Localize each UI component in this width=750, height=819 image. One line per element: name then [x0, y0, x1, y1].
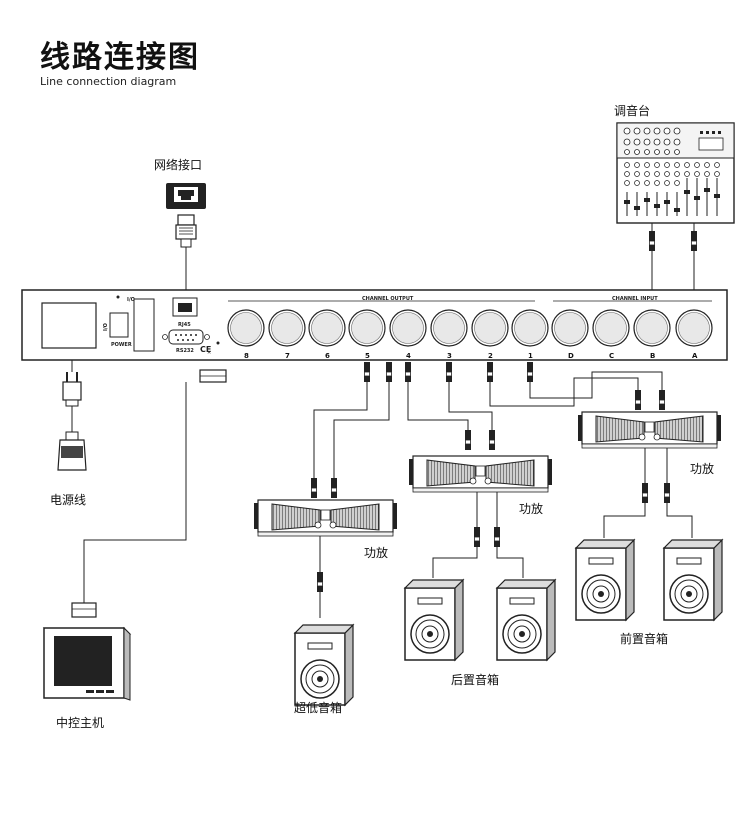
mixer-label: 调音台 [614, 104, 651, 118]
channel-input-label: CHANNEL INPUT [612, 296, 658, 302]
cables-rear-speakers [432, 492, 524, 578]
rear-speakers-label: 后置音箱 [451, 673, 500, 687]
xlr-output-3 [430, 309, 468, 347]
amp-b-icon [408, 455, 553, 493]
central-control-icon [42, 626, 132, 701]
xlr-output-4 [389, 309, 427, 347]
cables-amp-c [486, 361, 666, 411]
jack-label-4: 4 [406, 352, 411, 360]
xlr-output-1 [511, 309, 549, 347]
power-cable-label: 电源线 [50, 493, 87, 507]
xlr-input-c [592, 309, 630, 347]
jack-label-3: 3 [447, 352, 452, 360]
rear-speaker-right-icon [496, 579, 556, 661]
mixer-icon [616, 122, 735, 224]
central-control-label: 中控主机 [56, 716, 105, 730]
ce-mark: CE [200, 345, 211, 354]
jack-label-a: A [692, 352, 698, 360]
jack-label-6: 6 [325, 352, 330, 360]
xlr-output-6 [308, 309, 346, 347]
front-speakers-label: 前置音箱 [620, 632, 669, 646]
cables-amp-a [310, 361, 393, 499]
svg-text:✕: ✕ [207, 350, 211, 356]
rs232-cable [71, 369, 227, 618]
front-speaker-right-icon [663, 539, 723, 621]
cables-amp-b [404, 361, 496, 451]
network-plug-icon [175, 214, 197, 295]
amp-b-label: 功放 [519, 502, 544, 516]
xlr-output-5 [348, 309, 386, 347]
jack-label-d: D [568, 352, 574, 360]
front-speaker-left-icon [575, 539, 635, 621]
subwoofer-label: 超低音箱 [294, 701, 343, 715]
channel-output-label: CHANNEL OUTPUT [362, 296, 414, 302]
amp-c-label: 功放 [690, 462, 715, 476]
xlr-input-d [551, 309, 589, 347]
xlr-output-8 [227, 309, 265, 347]
rear-speaker-left-icon [404, 579, 464, 661]
rs232-label: RS232 [176, 348, 194, 354]
jack-label-b: B [650, 352, 655, 360]
jack-label-8: 8 [244, 352, 249, 360]
page-title: 线路连接图 [40, 40, 200, 75]
subwoofer-icon [294, 624, 354, 706]
xlr-output-2 [471, 309, 509, 347]
power-plug-icon [57, 360, 87, 471]
jack-label-2: 2 [488, 352, 493, 360]
jack-label-c: C [609, 352, 614, 360]
svg-text:I/O: I/O [103, 323, 109, 331]
io-label: I/O [127, 297, 135, 303]
power-label: POWER [111, 342, 132, 348]
amp-a-label: 功放 [364, 546, 389, 560]
xlr-input-a [675, 309, 713, 347]
jack-label-7: 7 [285, 352, 290, 360]
page-subtitle: Line connection diagram [40, 75, 177, 88]
xlr-output-7 [268, 309, 306, 347]
amp-c-icon [577, 411, 722, 449]
network-port-label: 网络接口 [154, 158, 203, 172]
jack-label-5: 5 [365, 352, 370, 360]
jack-label-1: 1 [528, 352, 533, 360]
cable-subwoofer [316, 536, 324, 618]
rj45-label: RJ45 [178, 322, 191, 328]
cables-front-speakers [603, 448, 693, 538]
amp-a-icon [253, 499, 398, 537]
xlr-input-b [633, 309, 671, 347]
network-port-icon [166, 183, 206, 209]
